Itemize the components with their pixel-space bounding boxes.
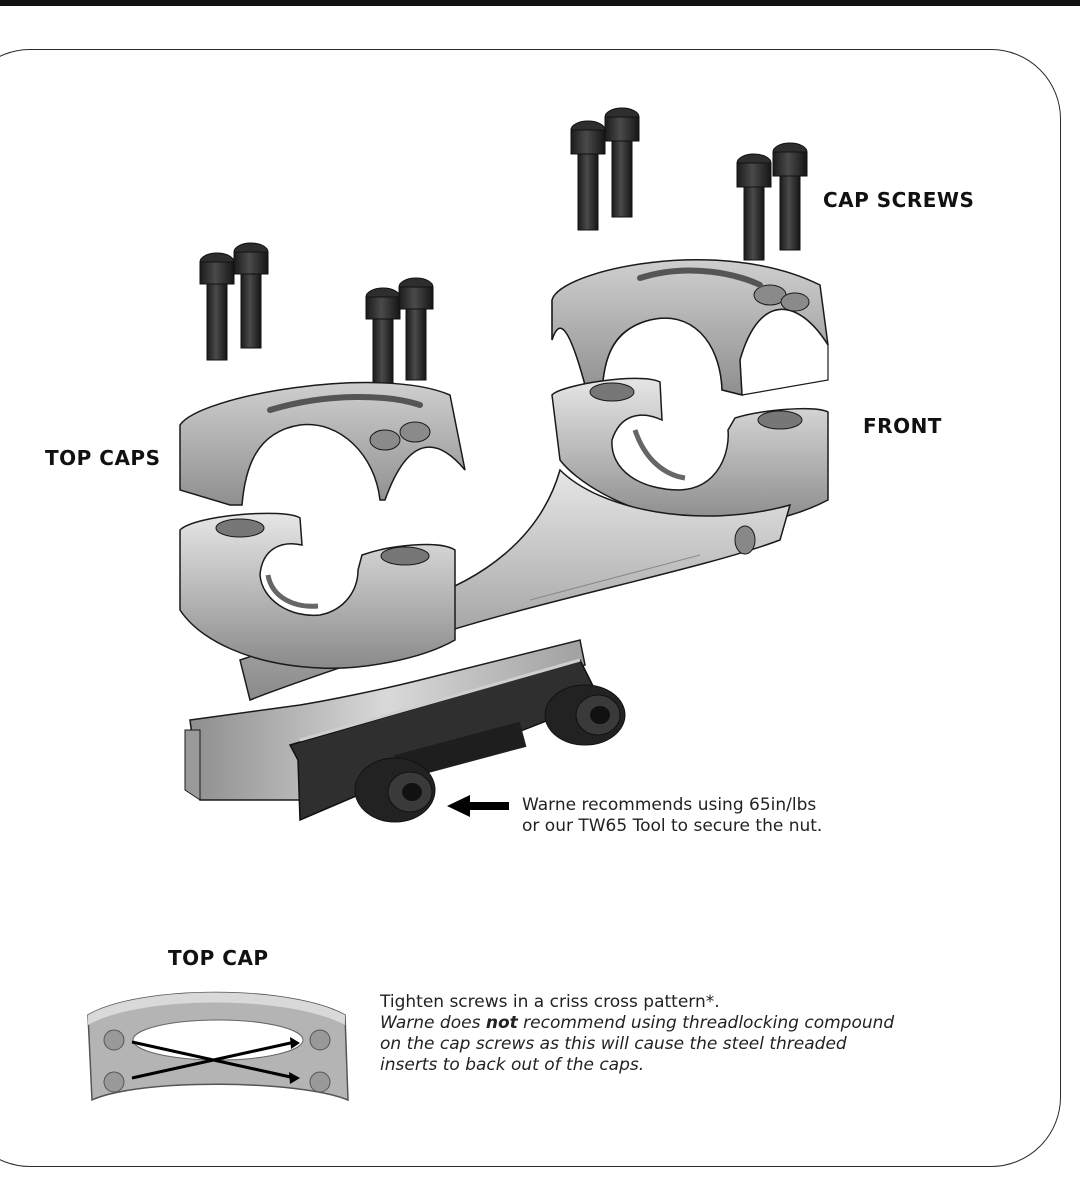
torque-note-line2: or our TW65 Tool to secure the nut.	[522, 816, 823, 836]
label-top-caps: TOP CAPS	[45, 446, 161, 470]
ring-base-rear	[179, 512, 456, 670]
tighten-note-line2: Warne does not recommend using threadloc…	[380, 1013, 894, 1034]
tighten-note-line1: Tighten screws in a criss cross pattern*…	[380, 992, 720, 1012]
torque-note-line1: Warne recommends using 65in/lbs	[522, 795, 817, 815]
label-top-cap: TOP CAP	[168, 946, 269, 970]
cap-screw	[772, 142, 808, 251]
tighten-note-line4: inserts to back out of the caps.	[380, 1055, 894, 1076]
cross-bolt-nut	[354, 757, 436, 823]
tighten-note-emphasis: not	[485, 1013, 518, 1033]
cap-screw	[398, 277, 434, 381]
top-cap-detail	[87, 991, 349, 1102]
arrow-left-icon	[447, 795, 509, 817]
top-cap-front	[551, 259, 829, 396]
tighten-note: Tighten screws in a criss cross pattern*…	[380, 992, 894, 1076]
tighten-note-line2-post: recommend using threadlocking compound	[517, 1013, 895, 1033]
tighten-note-line3-text: on the cap screws as this will cause the…	[380, 1034, 847, 1054]
top-border-bar	[0, 0, 1080, 6]
torque-note: Warne recommends using 65in/lbs or our T…	[522, 795, 822, 837]
tighten-note-line2-pre: Warne does	[380, 1013, 486, 1033]
diagram-panel	[0, 49, 1061, 1167]
tighten-note-line3: on the cap screws as this will cause the…	[380, 1034, 894, 1055]
cross-bolt-nut	[544, 684, 626, 746]
cap-screw	[736, 153, 772, 261]
label-cap-screws: CAP SCREWS	[823, 188, 975, 212]
label-front: FRONT	[863, 414, 942, 438]
top-cap-rear	[179, 381, 466, 506]
cap-screw	[604, 107, 640, 218]
cap-screw	[199, 252, 235, 361]
tighten-note-line4-text: inserts to back out of the caps.	[380, 1055, 645, 1075]
cap-screw	[365, 287, 401, 391]
ring-base-front	[551, 377, 829, 526]
cap-screw	[233, 242, 269, 349]
cap-screw	[570, 120, 606, 231]
